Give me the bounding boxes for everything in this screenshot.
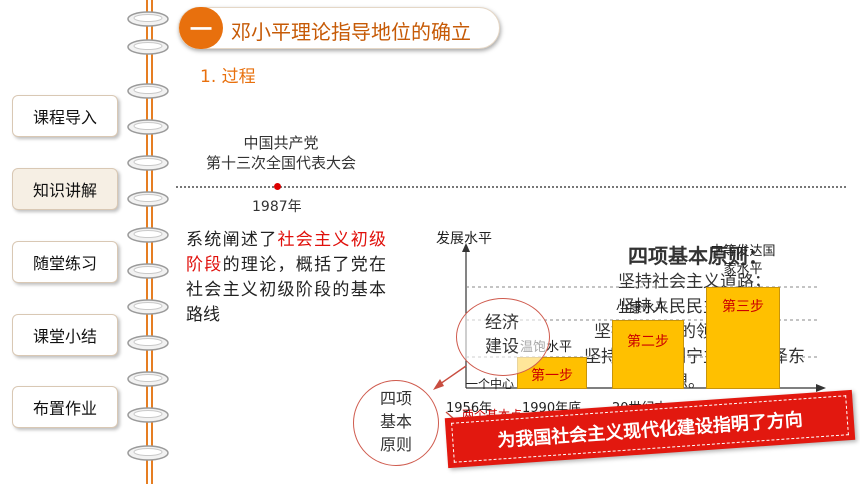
description-text: 系统阐述了社会主义初级阶段的理论，概括了党在社会主义初级阶段的基本路线 [186, 228, 386, 328]
binder-ring-icon [127, 119, 169, 135]
timeline-line [176, 186, 846, 188]
sidebar-item-label: 布置作业 [32, 399, 97, 418]
economic-bubble: 经济建设 [456, 298, 550, 376]
sidebar-item-knowledge[interactable]: 知识讲解 [12, 168, 118, 210]
sidebar-item-label: 课堂小结 [32, 327, 97, 346]
section-number: 一 [179, 7, 223, 49]
binder-ring-icon [127, 371, 169, 387]
binder-ring-icon [127, 335, 169, 351]
economic-bubble-label: 经济建设 [485, 313, 519, 357]
binder-ring-icon [127, 445, 169, 461]
congress-line-2: 第十三次全国代表大会 [205, 154, 356, 172]
sidebar-item-label: 课程导入 [32, 108, 97, 127]
description-highlight: 社会主义初级阶段 [186, 230, 386, 275]
overlay-fragment-center: 一个中心 [466, 377, 515, 391]
level-label-2: 小康水平 [616, 301, 669, 316]
binder-ring-icon [127, 407, 169, 423]
chart-y-label: 发展水平 [436, 231, 492, 247]
page-title: 邓小平理论指导地位的确立 [231, 20, 471, 44]
timeline-year: 1987年 [252, 199, 302, 215]
binder-ring-icon [127, 191, 169, 207]
sidebar-item-label: 随堂练习 [32, 254, 97, 273]
step-2-label: 第二步 [627, 334, 669, 350]
binder-ring-icon [127, 11, 169, 27]
step-3-label: 第三步 [722, 299, 764, 315]
sidebar-item-label: 知识讲解 [32, 181, 97, 200]
chart-bar-step-3: 第三步 [706, 287, 780, 389]
principles-bubble-label: 四项基本原则 [379, 389, 412, 454]
level-label-3: 中等发达国家水平 [710, 244, 776, 277]
y-axis-arrow [462, 243, 470, 252]
congress-line-1: 中国共产党 [243, 134, 319, 152]
sidebar-item-course-intro[interactable]: 课程导入 [12, 95, 118, 137]
x-label-1956: 1956年 [446, 401, 493, 416]
arrow-head-upper [433, 379, 444, 390]
principles-title: 四项基本原则： [628, 244, 768, 268]
binder-ring-icon [127, 299, 169, 315]
timeline-marker [274, 183, 281, 190]
binder-ring-icon [127, 39, 169, 55]
binder-ring-icon [127, 263, 169, 279]
description-part-1: 系统阐述了 [186, 230, 278, 250]
binder-ring-icon [127, 227, 169, 243]
sidebar-item-homework[interactable]: 布置作业 [12, 386, 118, 428]
section-title-badge: 一 邓小平理论指导地位的确立 [178, 7, 500, 49]
principles-bubble: 四项基本原则 [353, 380, 439, 466]
binder-ring-icon [127, 155, 169, 171]
binder-ring-icon [127, 83, 169, 99]
description-part-2: 的理论，概括了党在社会主义初级阶段的基本路线 [186, 255, 387, 325]
step-1-label: 第一步 [531, 368, 573, 384]
arrow-line-upper [439, 365, 467, 385]
congress-name: 中国共产党 第十三次全国代表大会 [186, 133, 376, 173]
chart-bar-step-2: 第二步 [612, 320, 684, 389]
x-axis-arrow [816, 384, 826, 392]
sidebar-item-summary[interactable]: 课堂小结 [12, 314, 118, 356]
section-subtitle: 1. 过程 [200, 67, 256, 87]
sidebar-item-practice[interactable]: 随堂练习 [12, 241, 118, 283]
